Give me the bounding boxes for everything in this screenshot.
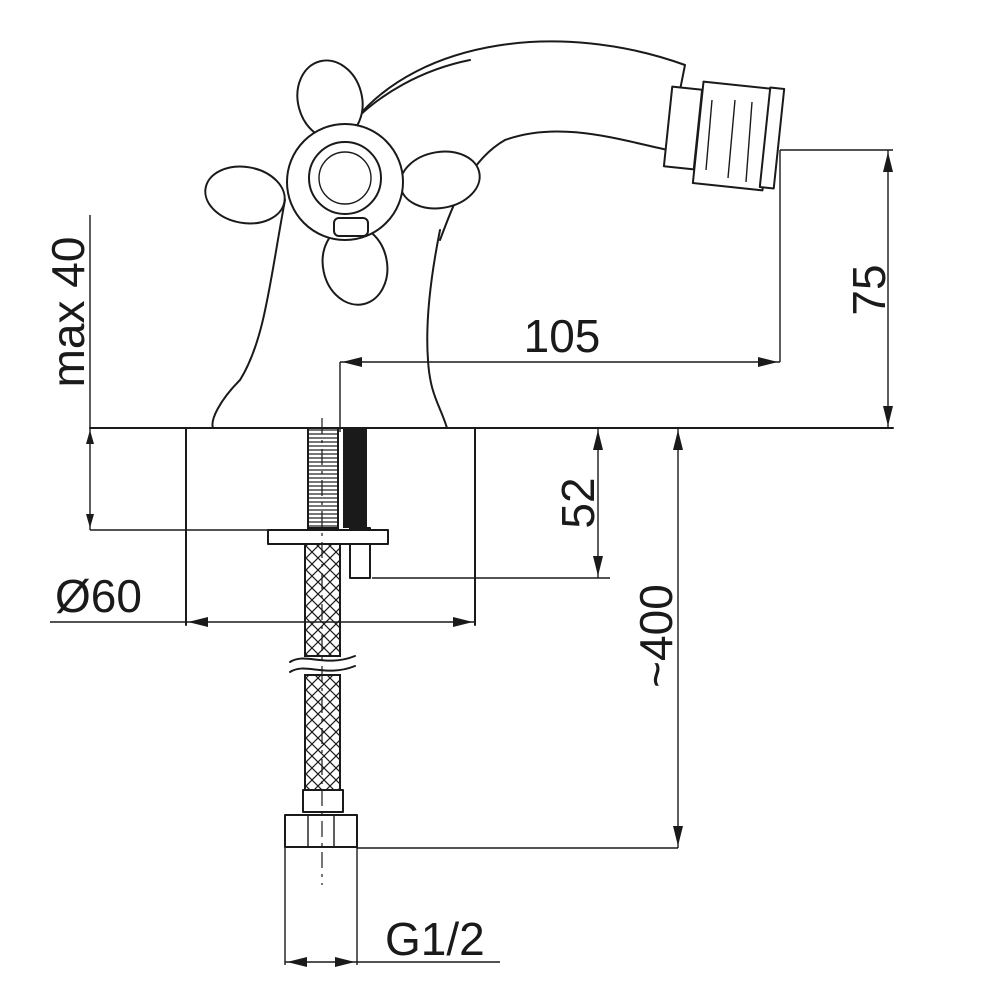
- spout: [354, 40, 686, 241]
- dimension-max40: max 40: [42, 215, 94, 530]
- dimension-75: 75: [780, 149, 895, 428]
- dim-label-105: 105: [524, 310, 601, 362]
- aerator-nozzle: [662, 80, 786, 192]
- dim-label-400: ~400: [630, 584, 682, 688]
- dim-label-connection: G1/2: [385, 913, 485, 965]
- dimension-52: 52: [552, 428, 604, 578]
- dimension-400: ~400: [357, 428, 683, 849]
- dim-label-max40: max 40: [42, 237, 94, 388]
- faucet-body: [204, 40, 786, 429]
- dim-label-diameter: Ø60: [55, 570, 142, 622]
- flexible-hose: [284, 418, 358, 965]
- dim-label-52: 52: [552, 477, 604, 528]
- dimension-g12: G1/2: [285, 913, 500, 967]
- dimension-105: 105: [339, 150, 781, 432]
- cross-handle: [204, 59, 481, 306]
- dim-label-75: 75: [843, 264, 895, 315]
- dimension-diameter-60: Ø60: [50, 570, 475, 627]
- deck-base: [89, 427, 894, 626]
